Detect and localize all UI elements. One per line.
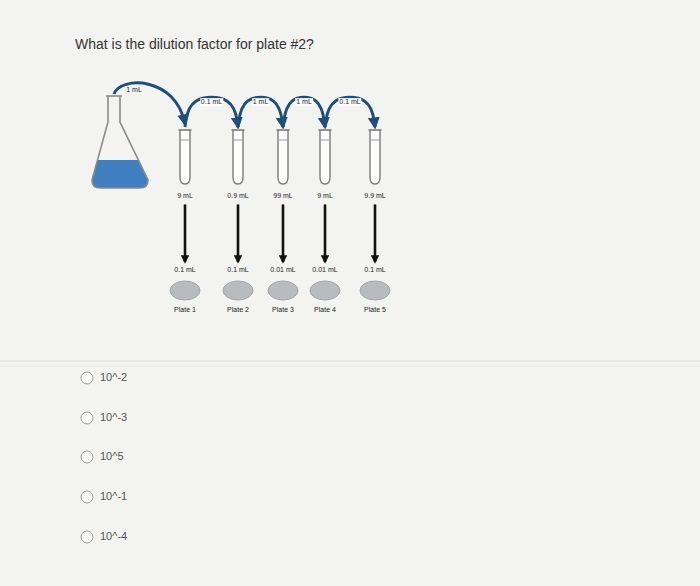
radio-button [81,531,93,543]
test-tube: 9 mL [174,128,196,200]
flask-rim [106,95,122,97]
tube-mark [320,140,330,141]
transfer-arc [238,97,283,127]
plating-volume: 0.1 mL [363,266,386,274]
radio-button [81,412,93,424]
plating-arrow [282,204,285,262]
transfer-volume: 0.1 mL [338,98,361,106]
transfer-arc [185,97,238,127]
tube-body [278,130,288,184]
plate-disc [170,281,200,300]
radio-button [81,491,93,503]
volume-label: 0.9 mL [224,192,252,200]
tube-outline [178,128,192,186]
test-tube: 9.9 mL [361,128,389,200]
plate-disc [268,281,298,300]
plate-outline [169,280,201,301]
tube-outline [231,128,245,186]
tube-rim [179,129,192,131]
volume-label: 99 mL [270,192,296,200]
transfer-volume: 0.1 mL [200,98,223,106]
transfer-arc [325,97,375,127]
plate-label: Plate 5 [356,306,394,314]
agar-plate: Plate 5 [356,280,394,314]
volume-label: 9.9 mL [361,192,389,200]
tube-body [180,130,190,184]
plating-arrow [237,204,240,262]
plate-outline [267,280,299,301]
volume-label: 9 mL [174,192,196,200]
radio-button [81,451,93,463]
plating-arrow [374,204,377,262]
transfer-arc [283,97,325,127]
plate-disc [360,281,390,300]
transfer-arc [114,83,185,124]
plate-outline [359,280,391,301]
tube-rim [277,129,290,131]
volume-label: 9 mL [314,192,336,200]
transfer-volume: 1 mL [252,98,270,106]
plating-arrow [324,204,327,262]
plating-volume: 0.1 mL [226,266,249,274]
tube-mark [233,140,243,141]
tube-outline [318,128,332,186]
tube-mark [278,140,288,141]
plating-volume: 0.01 mL [311,266,338,274]
plate-disc [223,281,253,300]
tube-body [233,130,243,184]
answer-option: 10^-1 [100,490,127,502]
plate-label: Plate 4 [306,306,344,314]
tube-mark [370,140,380,141]
tube-outline [368,128,382,186]
radio-button [81,372,93,384]
divider-line [0,361,700,362]
plate-label: Plate 3 [264,306,302,314]
agar-plate: Plate 3 [264,280,302,314]
tube-body [370,130,380,184]
tube-mark [180,140,190,141]
question-title: What is the dilution factor for plate #2… [75,36,314,52]
test-tube: 0.9 mL [224,128,252,200]
plate-outline [222,280,254,301]
flask [92,96,148,188]
test-tube: 9 mL [314,128,336,200]
tube-body [320,130,330,184]
answer-option: 10^5 [100,450,124,462]
tube-outline [276,128,290,186]
agar-plate: Plate 4 [306,280,344,314]
plate-label: Plate 1 [166,306,204,314]
plate-disc [310,281,340,300]
tube-rim [369,129,382,131]
plating-arrow [184,204,187,262]
test-tube: 99 mL [270,128,296,200]
plate-outline [309,280,341,301]
tube-rim [319,129,332,131]
divider-line [0,366,700,367]
agar-plate: Plate 2 [219,280,257,314]
plate-label: Plate 2 [219,306,257,314]
answer-option: 10^-2 [100,371,127,383]
tube-rim [232,129,245,131]
transfer-volume: 1 mL [295,98,313,106]
answer-option: 10^-4 [100,530,127,542]
transfer-volume: 1 mL [125,86,143,93]
plating-volume: 0.1 mL [173,266,196,274]
plating-volume: 0.01 mL [269,266,296,274]
agar-plate: Plate 1 [166,280,204,314]
answer-option: 10^-3 [100,411,127,423]
